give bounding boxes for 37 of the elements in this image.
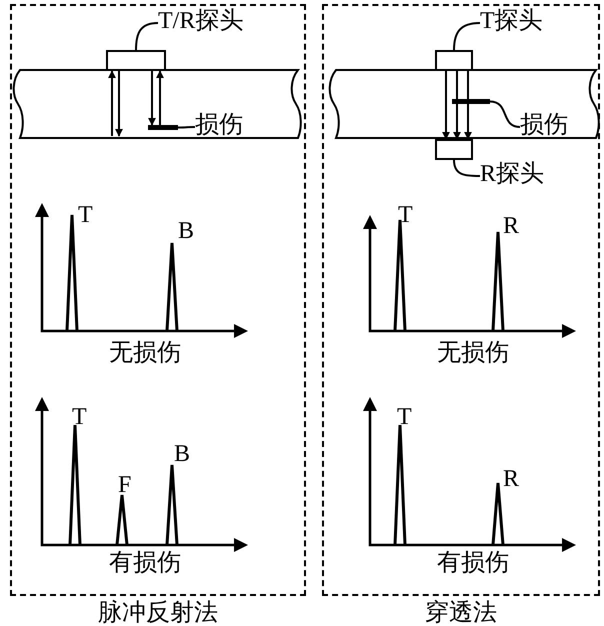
plot-caption: 有损伤: [109, 550, 181, 576]
callout-text: 损伤: [520, 112, 590, 142]
peak-label: F: [118, 472, 132, 498]
leader-line: [135, 22, 158, 50]
leader-line: [453, 22, 480, 50]
callout-text: T探头: [480, 8, 560, 38]
peak-label: T: [397, 404, 412, 430]
peak-label: T: [72, 404, 87, 430]
peak-label: T: [78, 202, 93, 228]
plot-caption: 无损伤: [109, 340, 181, 366]
defect-mark: [148, 125, 178, 130]
probe-box: [435, 50, 473, 71]
arrow: [442, 71, 450, 140]
arrow: [453, 71, 461, 140]
peak-label: B: [178, 218, 194, 244]
peak-label: R: [503, 466, 520, 492]
defect-mark: [452, 99, 490, 104]
peak-label: R: [503, 213, 520, 240]
plot-caption: 有损伤: [437, 550, 509, 576]
arrow: [108, 70, 116, 136]
leader-line: [453, 160, 480, 177]
leader-line: [178, 126, 195, 128]
peak-label: B: [174, 441, 190, 468]
arrow: [464, 71, 472, 140]
panel-caption: 脉冲反射法: [97, 600, 219, 626]
arrow: [156, 70, 164, 125]
probe-box: [435, 139, 473, 160]
plot-caption: 无损伤: [437, 340, 509, 366]
callout-text: R探头: [480, 161, 560, 191]
callout-text: T/R探头: [158, 8, 254, 38]
peak-label: T: [398, 202, 413, 228]
arrow: [148, 71, 156, 126]
panel-caption: 穿透法: [424, 600, 498, 626]
callout-text: 损伤: [195, 112, 265, 142]
arrow: [115, 71, 123, 137]
leader-line: [490, 100, 520, 128]
probe-box: [106, 50, 166, 71]
